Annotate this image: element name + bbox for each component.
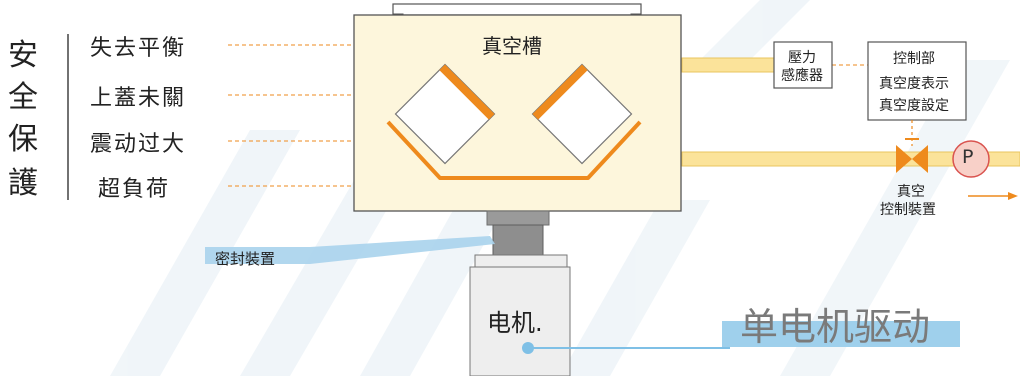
seal-assembly (492, 224, 544, 256)
pressure-sensor-label-2: 感應器 (781, 68, 823, 84)
control-unit-title: 控制部 (893, 51, 935, 67)
control-unit-setting: 真空度設定 (879, 98, 949, 114)
pump-symbol: P (962, 146, 974, 168)
control-unit (867, 41, 967, 121)
tank-lid (392, 3, 642, 16)
pressure-sensor (773, 41, 833, 89)
watermark-strokes (110, 0, 1010, 376)
control-unit-display: 真空度表示 (879, 76, 949, 92)
sensor-pipe (681, 57, 775, 73)
tank-bottom-mount (486, 210, 550, 226)
safety-title-char-2: 全 (8, 80, 38, 115)
safety-item-overload: 超負荷 (98, 177, 171, 202)
drive-label-band (722, 321, 960, 347)
vacuum-control-label-2: 控制裝置 (880, 202, 936, 218)
drive-label: 单电机驱动 (740, 305, 931, 349)
motor-body (469, 266, 571, 376)
safety-item-vibration: 震动过大 (90, 132, 187, 157)
vacuum-control-valve (896, 145, 928, 173)
drive-pointer-dot (522, 342, 534, 354)
safety-item-imbalance: 失去平衡 (90, 36, 187, 61)
tank-label: 真空槽 (482, 34, 542, 58)
holder-cradle (386, 120, 642, 180)
seal-label: 密封裝置 (215, 250, 276, 268)
vacuum-pipe (681, 151, 1020, 167)
safety-title-char-3: 保 (8, 122, 38, 157)
container-right (531, 63, 633, 165)
safety-item-lid-open: 上蓋未關 (90, 86, 187, 111)
seal-label-band (205, 236, 495, 264)
motor-label: 电机. (487, 309, 543, 337)
flow-arrow (968, 192, 1018, 200)
motor-shoulder (474, 254, 568, 268)
safety-title-char-4: 護 (8, 166, 38, 201)
safety-title-char-1: 安 (8, 38, 38, 73)
vacuum-control-label-1: 真空 (897, 184, 925, 200)
pump (952, 140, 990, 178)
container-left (394, 63, 496, 165)
pressure-sensor-label-1: 壓力 (788, 50, 816, 66)
